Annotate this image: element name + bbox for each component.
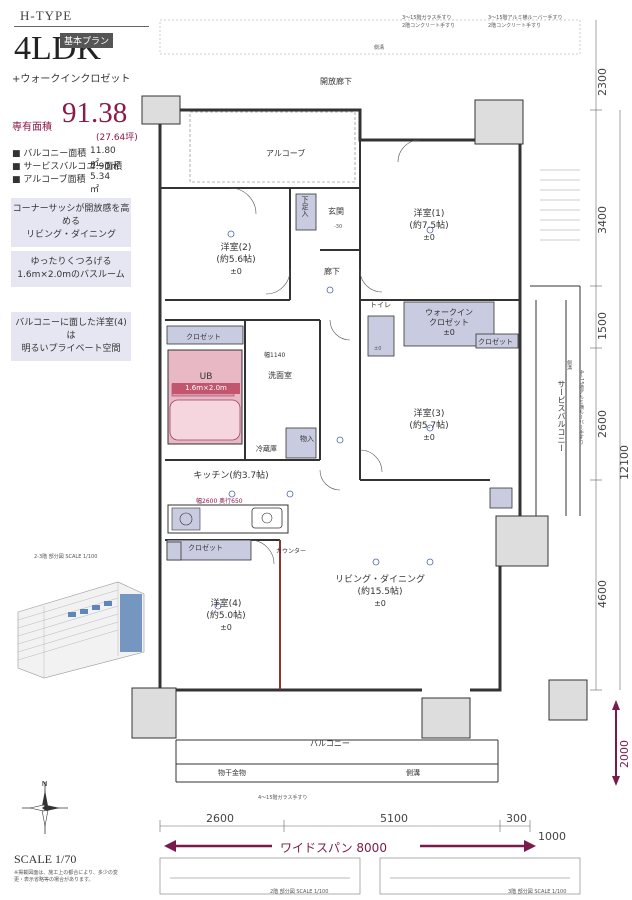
- dim-bottom-extra: 1000: [538, 830, 566, 843]
- room-name: 洋室(2): [220, 243, 252, 253]
- dim-bottom-2: 300: [506, 812, 527, 825]
- plan-type: H-TYPE: [20, 8, 73, 23]
- room-3: 洋室(3) (約5.7帖) ±0: [384, 408, 474, 444]
- annot-top1: 3～15階ガラス手すり: [402, 15, 452, 21]
- label-monoire: 物入: [300, 435, 314, 443]
- compass-icon: N: [22, 781, 68, 834]
- dim-right-total: 12100: [618, 445, 631, 480]
- room-size: (約5.0帖): [206, 611, 246, 621]
- inset1-caption: 2階 部分図 SCALE 1/100: [270, 889, 329, 895]
- area-value: 91.38: [62, 97, 128, 129]
- annot-top2b: 2階コンクリート手すり: [488, 23, 542, 29]
- annot-top2: 3～15階アルミ横ルーバー手すり: [488, 15, 563, 21]
- label-shitsubako: 下足入: [301, 196, 309, 217]
- plan-subtitle: +ウォークインクロゼット: [12, 74, 131, 85]
- kitchen-note: 幅2600 奥行650: [196, 498, 243, 505]
- feature-box: ゆったりくつろげる 1.6m×2.0mのバスルーム: [11, 251, 131, 287]
- annot-bottom-rail: 4～15階ガラス手すり: [258, 795, 308, 801]
- room-size: (約7.5帖): [409, 221, 449, 231]
- label-closet-4: クロゼット: [188, 544, 223, 552]
- inset2-caption: 3階 部分図 SCALE 1/100: [508, 889, 567, 895]
- label-counter: カウンター: [276, 548, 307, 555]
- room-kitchen: キッチン(約3.7帖): [176, 470, 286, 482]
- divider: [14, 26, 149, 27]
- feature-box: コーナーサッシが開放感を高める リビング・ダイニング: [11, 198, 131, 247]
- toilet-floor: ±0: [374, 346, 382, 352]
- dim-bottom-0: 2600: [206, 812, 234, 825]
- label-closet-3: クロゼット: [478, 338, 513, 346]
- dim-right-4: 4600: [596, 580, 609, 608]
- label-alcove: アルコーブ: [266, 149, 306, 158]
- label-senmen: 洗面室: [268, 371, 292, 380]
- plan-badge: 基本プラン: [60, 33, 114, 48]
- dim-right-0: 2300: [596, 68, 609, 96]
- room-size: (約5.7帖): [409, 421, 449, 431]
- annot-right-rail: 4～15階アルミ横ルーバー手すり: [578, 370, 584, 445]
- room-floor: ±0: [374, 599, 386, 608]
- room-name: キッチン(約3.7帖): [193, 471, 269, 481]
- inset-caption: 2-3階 部分図 SCALE 1/100: [34, 554, 98, 560]
- spec-label: バルコニー面積: [23, 149, 87, 159]
- room-ub: UB 1.6m×2.0m: [172, 372, 240, 394]
- room-floor: ±0: [423, 233, 435, 242]
- ub-size: 1.6m×2.0m: [172, 383, 240, 394]
- room-ld: リビング・ダイニング (約15.5帖) ±0: [320, 574, 440, 610]
- spec-value: 4.90㎡: [90, 162, 120, 172]
- room-size: (約5.6帖): [216, 255, 256, 265]
- wide-span-label: ワイドスパン 8000: [280, 841, 387, 855]
- label-rouka: 廊下: [324, 267, 340, 276]
- room-size: (約15.5帖): [357, 587, 403, 597]
- label-genkan: 玄関: [328, 207, 344, 216]
- room-floor: ±0: [230, 267, 242, 276]
- spec-label: アルコーブ面積: [23, 175, 86, 185]
- annot-top1b: 2階コンクリート手すり: [402, 23, 456, 29]
- room-name-2: クロゼット: [429, 318, 469, 327]
- room-floor: ±0: [423, 433, 435, 442]
- scale-label: SCALE 1/70: [14, 852, 77, 866]
- area-tsubo: (27.64坪): [96, 133, 138, 143]
- room-name: リビング・ダイニング: [334, 575, 425, 585]
- room-name: 洋室(1): [413, 209, 445, 219]
- area-label: 専有面積: [12, 122, 52, 133]
- footnote: ※掲載図面は、施工上の都合により、多少の変更・表示省略等の場合があります。: [14, 870, 118, 883]
- room-name: 洋室(4): [210, 599, 242, 609]
- label-balcony: バルコニー: [310, 739, 350, 748]
- dim-right-2: 1500: [596, 312, 609, 340]
- label-service-balcony: サービスバルコニー: [557, 380, 566, 452]
- spec-label: サービスバルコニー面積: [23, 162, 123, 172]
- room-floor: ±0: [443, 328, 455, 337]
- room-wic: ウォークイン クロゼット ±0: [406, 308, 492, 338]
- genkan-floor: -30: [334, 224, 343, 230]
- dim-bottom-1: 5100: [380, 812, 408, 825]
- room-name: 洋室(3): [413, 409, 445, 419]
- annot-right-sokko: 側溝: [566, 360, 572, 370]
- annot-sokko-top: 側溝: [374, 45, 385, 51]
- building-illustration: [17, 581, 145, 679]
- room-4: 洋室(4) (約5.0帖) ±0: [188, 598, 264, 634]
- room-name: ウォークイン: [425, 308, 473, 317]
- room-2: 洋室(2) (約5.6帖) ±0: [196, 242, 276, 278]
- label-closet-2: クロゼット: [186, 333, 221, 341]
- label-toilet: トイレ: [370, 301, 391, 309]
- dim-right-1: 3400: [596, 206, 609, 234]
- spec-value: 11.80㎡: [90, 146, 116, 169]
- annot-monohoshi: 物干金物: [218, 769, 246, 777]
- feature-box: バルコニーに面した洋室(4)は 明るいプライベート空間: [11, 312, 131, 361]
- svg-text:N: N: [42, 781, 47, 788]
- room-name: UB: [199, 372, 213, 382]
- dim-right-extra: 2000: [618, 740, 631, 768]
- label-reizoko: 冷蔵庫: [256, 445, 277, 453]
- label-width1140: 幅1140: [264, 352, 286, 359]
- label-kaiho: 開放廊下: [320, 77, 352, 86]
- spec-value: 5.34㎡: [90, 172, 111, 195]
- room-floor: ±0: [220, 623, 232, 632]
- dim-right-3: 2600: [596, 410, 609, 438]
- room-1: 洋室(1) (約7.5帖) ±0: [384, 208, 474, 244]
- annot-sokko-bottom: 側溝: [406, 769, 420, 777]
